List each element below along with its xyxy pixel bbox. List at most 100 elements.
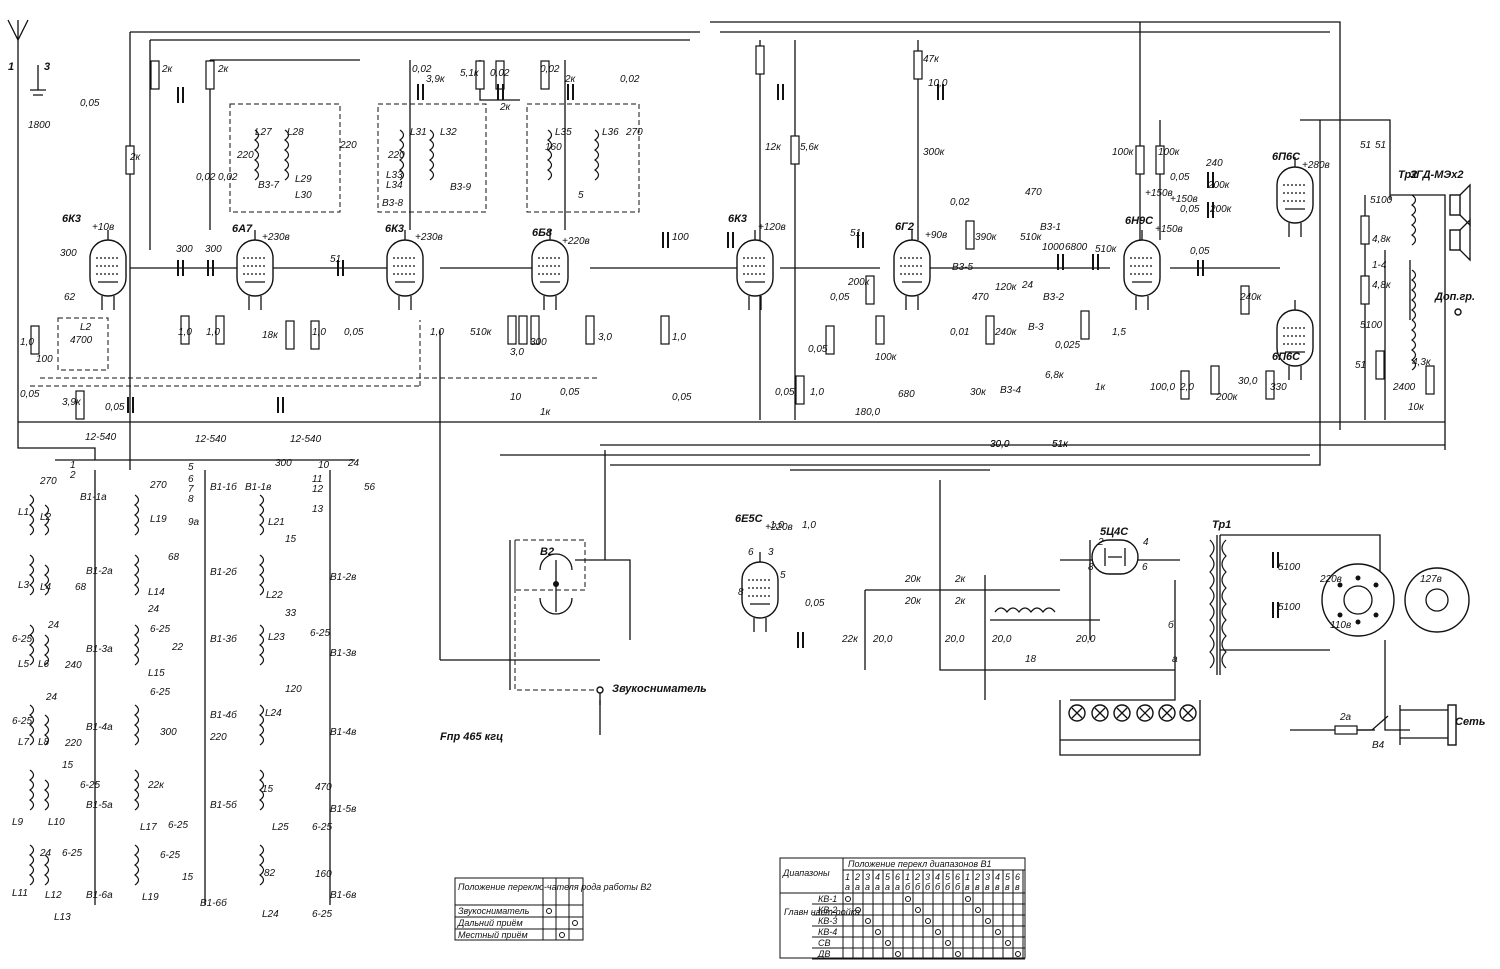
tube-name-7: 6П6С xyxy=(1272,151,1301,163)
band-switch-value-31: L13 xyxy=(54,912,71,923)
table-b1-mark xyxy=(955,951,961,957)
component-value-105: 1,5 xyxy=(1112,327,1126,338)
power-value-22: б xyxy=(1168,619,1174,631)
component-value-42: 5 xyxy=(578,190,584,201)
table-b1-sub-num-2: 3 xyxy=(865,872,870,882)
band-switch-value-35: 6 xyxy=(188,474,194,485)
power-value-7: 22к xyxy=(841,634,859,645)
table-b1-sub-num-0: 1 xyxy=(845,872,850,882)
component-value-6: 3,9к xyxy=(426,74,446,85)
component-value-18: 100к xyxy=(1112,147,1135,158)
component-value-117: 1-4 xyxy=(1372,260,1387,271)
pilot-lamp-cross xyxy=(1116,707,1128,719)
inductor-coil xyxy=(133,844,140,886)
wiring xyxy=(7,19,1446,905)
component-value-84: 680 xyxy=(898,389,915,400)
component-value-32: L31 xyxy=(410,127,427,138)
band-switch-value-81: 470 xyxy=(315,782,332,793)
power-value-12: 20,0 xyxy=(872,634,893,645)
pickup-label: Звукосниматель xyxy=(612,683,707,695)
component-value-27: +150в xyxy=(1170,194,1198,205)
table-b1-row-0: КВ-1 xyxy=(818,894,837,904)
table-b1-sub-letter-3: а xyxy=(875,882,880,892)
component-value-70: 10 xyxy=(510,392,522,403)
table-b1-sub-letter-1: а xyxy=(855,882,860,892)
inductor-coil xyxy=(28,554,35,596)
table-b1-mark xyxy=(905,896,911,902)
band-switch-value-62: 10 xyxy=(318,460,330,471)
component-value-123: 10к xyxy=(1408,402,1425,413)
table-b1-mark xyxy=(855,907,861,913)
component-value-28: L27 xyxy=(255,127,272,138)
table-b1-sub-num-13: 2 xyxy=(974,872,980,882)
component-value-11: 2к xyxy=(564,74,577,85)
component-value-49: 62 xyxy=(64,292,76,303)
band-switch-value-14: 240 xyxy=(64,660,82,671)
resistor xyxy=(30,325,40,355)
inductor-coil xyxy=(28,494,35,536)
tube-name-5: 6Г2 xyxy=(895,221,914,233)
resistor xyxy=(1360,215,1370,245)
table-b1-row-5: ДВ xyxy=(817,949,830,959)
tube-name-4: 6К3 xyxy=(728,213,747,225)
inductor-coil xyxy=(258,704,265,746)
component-value-107: 1к xyxy=(1095,382,1107,393)
power-value-15: 20,0 xyxy=(1075,634,1096,645)
component-value-98: 510к xyxy=(1020,232,1043,243)
table-b1-mark xyxy=(1015,951,1021,957)
component-value-24: 200к xyxy=(1209,204,1233,215)
component-value-33: L32 xyxy=(440,127,457,138)
table-mode-switch: Положение переклю-чателя рода работы В2 … xyxy=(454,877,651,941)
component-value-35: L33 xyxy=(386,170,403,181)
table-b1-sub-num-16: 5 xyxy=(1005,872,1011,882)
component-value-51: 4700 xyxy=(70,335,93,346)
table-b1-mark xyxy=(995,929,1001,935)
inductor-coil xyxy=(43,564,50,596)
table-band-switch: Диапазоны Положение перекл диапазонов В1… xyxy=(779,857,1026,960)
table-b1-sub-num-1: 2 xyxy=(854,872,860,882)
component-value-45: L30 xyxy=(295,190,312,201)
resistor xyxy=(965,220,975,250)
resistor xyxy=(205,60,215,90)
table-b1-mark xyxy=(1005,940,1011,946)
component-value-74: 100 xyxy=(672,232,689,243)
band-switch-value-76: В1-3в xyxy=(330,648,356,659)
mode-switch-b2-icon[interactable] xyxy=(539,553,573,615)
component-value-39: L36 xyxy=(602,127,619,138)
component-value-61: 18к xyxy=(262,330,279,341)
component-value-29: L28 xyxy=(287,127,304,138)
component-value-112: 30,0 xyxy=(1238,376,1258,387)
band-switch-value-32: В1-6а xyxy=(86,890,113,901)
component-value-65: 1,0 xyxy=(430,327,444,338)
component-value-120: 51 xyxy=(1355,360,1366,371)
power-value-6: 0,05 xyxy=(805,598,825,609)
component-value-102: В3-2 xyxy=(1043,292,1065,303)
band-switch-value-70: 15 xyxy=(285,534,297,545)
inductor-coil xyxy=(253,129,260,181)
component-value-100: 1000 xyxy=(1042,242,1065,253)
tr2-label: Тр2 xyxy=(1398,169,1417,181)
component-value-78: 0,05 xyxy=(830,292,850,303)
band-switch-value-85: 82 xyxy=(264,868,276,879)
component-value-48: 300 xyxy=(60,248,77,259)
fuse-label: 2а xyxy=(1339,712,1352,723)
antenna-label-1: 1 xyxy=(8,61,14,73)
table-b1-sub-letter-17: в xyxy=(1015,882,1020,892)
component-value-118: 4,8к xyxy=(1372,280,1392,291)
component-value-58: 300 xyxy=(205,244,222,255)
component-value-4: 2к xyxy=(129,152,142,163)
table-b1-mark xyxy=(935,929,941,935)
filter-choke xyxy=(994,607,1056,613)
component-value-64: 51 xyxy=(330,254,341,265)
table-b1-mark xyxy=(845,896,851,902)
inductor-coil xyxy=(43,714,50,746)
band-switch-value-66: 24 xyxy=(347,458,360,469)
pickup-socket-icon[interactable] xyxy=(596,686,604,705)
band-switch-value-73: 33 xyxy=(285,608,297,619)
component-value-92: 240к xyxy=(994,327,1018,338)
tube-voltage-0: +10в xyxy=(92,222,114,233)
voltage-selector-icon[interactable] xyxy=(1321,563,1470,637)
power-value-20: 8 xyxy=(1088,562,1094,573)
component-value-97: В3-4 xyxy=(1000,385,1022,396)
